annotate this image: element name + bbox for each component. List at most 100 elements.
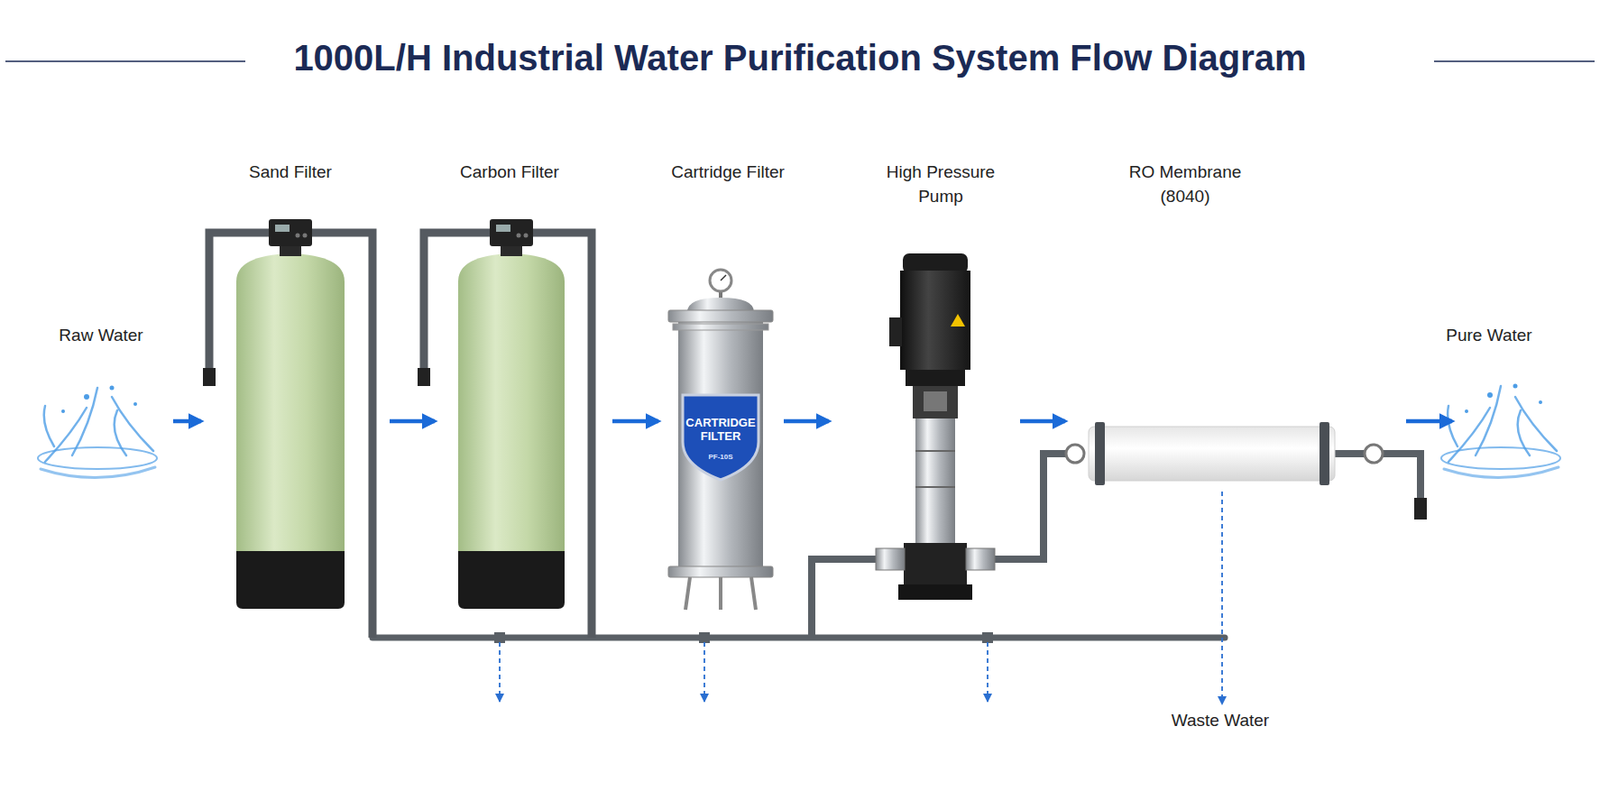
droplet <box>110 386 115 391</box>
pipe <box>811 559 878 638</box>
valve-button <box>524 233 529 239</box>
node-label: Cartridge Filter <box>646 159 810 184</box>
tank-base <box>236 551 345 609</box>
pump-foot <box>898 584 973 600</box>
droplet <box>61 409 65 414</box>
housing-body <box>678 321 764 572</box>
flow-arrow <box>1020 419 1066 424</box>
housing-legs <box>685 577 756 610</box>
outlet-node: Waste Water <box>1154 705 1290 736</box>
node-label: High Pressure Pump <box>877 159 1004 209</box>
membrane-housing <box>1088 426 1335 481</box>
tank-body <box>236 253 345 552</box>
droplet <box>1464 409 1469 414</box>
drain-pipe <box>372 632 1225 644</box>
droplet <box>133 402 138 406</box>
water-splash <box>37 386 157 479</box>
valve-display <box>275 224 290 232</box>
outlet-node: Pure Water <box>1453 317 1590 507</box>
flow-arrow <box>173 419 202 424</box>
pipe-fitting <box>202 367 216 387</box>
flow-arrow <box>389 419 435 424</box>
pipe-fitting <box>1414 497 1427 520</box>
flow-arrow <box>783 419 829 424</box>
filter-node: Sand Filter <box>202 153 388 616</box>
housing-flange <box>672 323 769 331</box>
water-splash <box>1441 384 1561 479</box>
title-rule <box>1434 60 1595 63</box>
pipe-fitting <box>417 367 431 387</box>
coupling <box>912 386 958 419</box>
drain-arrow <box>498 642 501 702</box>
pipe <box>993 453 1074 560</box>
warning-sign <box>950 313 966 327</box>
pipe-fitting <box>982 632 994 644</box>
drain-arrow <box>703 642 706 702</box>
membrane-node: RO Membrane (8040) <box>1066 153 1405 492</box>
carbon-tank <box>417 219 592 638</box>
drain-arrow <box>986 642 989 702</box>
pump-flange <box>875 548 905 571</box>
end-clamp <box>1319 422 1330 486</box>
drain-arrows <box>499 642 988 702</box>
pump-base <box>903 542 967 587</box>
motor-body <box>900 270 971 370</box>
housing-flange <box>668 310 773 322</box>
valve-button <box>303 233 308 239</box>
droplet <box>1487 392 1493 398</box>
end-clamp <box>1094 422 1105 486</box>
pump-flange <box>965 548 995 571</box>
housing-flange <box>668 566 773 578</box>
valve-button <box>516 233 522 239</box>
droplet <box>1538 400 1543 405</box>
badge-text: PF-10S <box>693 452 748 462</box>
pump-node: High Pressure Pump <box>830 153 1019 605</box>
control-valve <box>268 219 313 247</box>
pipe-fitting <box>698 632 710 644</box>
flow-arrow <box>612 419 659 424</box>
node-label: Pure Water <box>1430 322 1548 348</box>
tank-body <box>458 253 565 552</box>
junction-box <box>889 317 902 347</box>
valve-button <box>295 233 301 239</box>
source-node: Raw Water <box>27 317 172 507</box>
filter-node: Carbon Filter <box>436 153 611 616</box>
stage-ring <box>915 486 956 488</box>
pipe-fitting <box>494 632 506 644</box>
title-rule <box>5 60 246 63</box>
cartridge-housing <box>668 269 773 610</box>
flow-arrow <box>1221 491 1223 704</box>
ro-vessel <box>1066 422 1427 520</box>
node-label: Sand Filter <box>209 159 372 184</box>
pressure-gauge <box>1364 444 1383 463</box>
pressure-gauge <box>1066 444 1085 463</box>
control-valve <box>489 219 534 247</box>
pump <box>811 253 1074 638</box>
node-label: Carbon Filter <box>428 159 591 184</box>
node-label: RO Membrane (8040) <box>1117 159 1253 209</box>
pump-stack <box>915 418 956 545</box>
splash-stroke <box>40 467 156 479</box>
gauge-needle <box>720 275 727 281</box>
diagram-title: 1000L/H Industrial Water Purification Sy… <box>0 37 1600 79</box>
valve-display <box>496 224 511 232</box>
motor-fan-cover <box>902 253 968 274</box>
flow-arrow <box>1406 419 1453 424</box>
droplet <box>83 394 90 400</box>
coupling-window <box>923 391 948 412</box>
droplet <box>1513 384 1518 389</box>
badge-text: CARTRIDGE FILTER <box>677 415 764 443</box>
filter-node: Cartridge FilterCARTRIDGE FILTERPF-10S <box>660 153 782 616</box>
tank-base <box>458 551 565 609</box>
splash-stroke <box>1447 386 1557 462</box>
sand-tank <box>202 219 373 638</box>
motor-flange <box>905 369 966 387</box>
pressure-gauge <box>709 269 732 292</box>
node-label: Waste Water <box>1152 708 1288 733</box>
splash-stroke <box>44 387 154 462</box>
splash-stroke <box>1443 467 1559 479</box>
stage-ring <box>915 450 956 452</box>
